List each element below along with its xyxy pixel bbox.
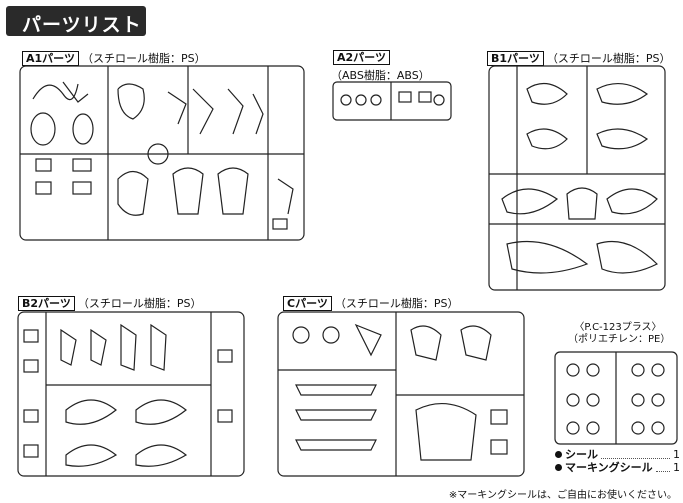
section-c-material: （スチロール樹脂：PS） — [334, 297, 459, 310]
sprue-pc-diagram — [554, 351, 678, 445]
section-b1-tag: B1パーツ — [487, 51, 544, 66]
footnote: ※マーキングシールは、ご自由にお使いください。 — [448, 490, 677, 501]
section-a2-tag: A2パーツ — [333, 50, 390, 65]
section-a2-material: （ABS樹脂：ABS） — [331, 69, 430, 82]
sprue-b2-diagram — [17, 311, 245, 477]
legend-row: シール 1 — [555, 448, 680, 461]
section-c-label: Cパーツ（スチロール樹脂：PS） — [283, 295, 458, 311]
section-b1-label: B1パーツ（スチロール樹脂：PS） — [487, 50, 670, 66]
bullet-icon — [555, 451, 562, 458]
page-title-bar: パーツリスト — [6, 6, 206, 36]
sprue-a2-diagram — [332, 81, 452, 121]
leader-dots — [601, 451, 670, 459]
pc-title: 〈P.C-123プラス〉 — [574, 322, 662, 333]
section-c-tag: Cパーツ — [283, 296, 332, 311]
pc-material: （ポリエチレン：PE） — [568, 334, 671, 345]
sprue-a1-diagram — [19, 65, 305, 241]
section-b2-label: B2パーツ（スチロール樹脂：PS） — [18, 295, 201, 311]
title-background — [6, 6, 146, 36]
legend-count: 1 — [673, 448, 680, 461]
sprue-c-diagram — [277, 311, 525, 477]
section-a1-material: （スチロール樹脂：PS） — [81, 52, 206, 65]
pc-heading: 〈P.C-123プラス〉 （ポリエチレン：PE） — [568, 322, 671, 346]
section-a2-label: A2パーツ — [333, 50, 390, 65]
section-b1-material: （スチロール樹脂：PS） — [546, 52, 671, 65]
legend-label: マーキングシール — [565, 461, 653, 474]
legend: シール 1 マーキングシール 1 — [555, 448, 680, 474]
section-b2-tag: B2パーツ — [18, 296, 75, 311]
legend-label: シール — [565, 448, 598, 461]
leader-dots — [655, 464, 670, 472]
section-b2-material: （スチロール樹脂：PS） — [77, 297, 202, 310]
sprue-b1-diagram — [488, 65, 666, 291]
bullet-icon — [555, 464, 562, 471]
page-title: パーツリスト — [22, 14, 142, 36]
legend-row: マーキングシール 1 — [555, 461, 680, 474]
legend-count: 1 — [673, 461, 680, 474]
